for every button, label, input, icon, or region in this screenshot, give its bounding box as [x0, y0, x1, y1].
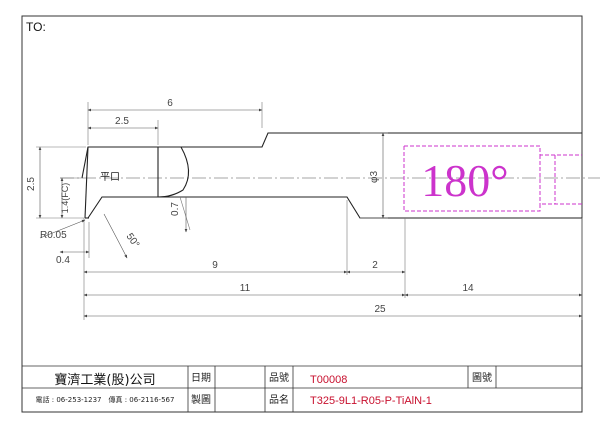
dim-0-7: 0.7: [170, 202, 181, 216]
dim-1-4-fc: 1.4(FC): [60, 183, 70, 214]
to-label: TO:: [26, 20, 46, 34]
part-name-label: 品名: [269, 393, 289, 406]
rotation-label: 180°: [421, 155, 508, 206]
dim-2-5-top: 2.5: [115, 116, 129, 127]
flat-mark-label: 平口: [100, 172, 120, 183]
dim-25: 25: [374, 304, 386, 315]
dimension-lines: [38, 108, 583, 318]
dim-9: 9: [212, 260, 218, 271]
dim-phi3: φ3: [369, 171, 380, 183]
dim-11: 11: [240, 283, 251, 294]
rotation-view-indicator: [403, 145, 582, 212]
date-label: 日期: [191, 372, 211, 384]
title-block: [22, 365, 582, 412]
drawn-by-label: 製圖: [191, 393, 211, 406]
dim-2: 2: [372, 260, 378, 271]
dim-angle-50: 50°: [124, 231, 142, 250]
dim-2-5-left: 2.5: [26, 177, 37, 191]
drawing-frame: [21, 15, 583, 413]
drawing-number-label: 圖號: [472, 371, 492, 384]
dim-6: 6: [167, 98, 173, 109]
company-name: 寶濟工業(股)公司: [54, 372, 155, 388]
dim-0-4: 0.4: [56, 255, 70, 266]
dim-14: 14: [462, 283, 474, 294]
part-number-label: 品號: [269, 371, 289, 384]
dim-r0-05: R0.05: [40, 230, 67, 241]
part-name-value: T325-9L1-R05-P-TiAlN-1: [310, 395, 432, 407]
part-number-value: T00008: [310, 374, 347, 386]
company-contact: 電話 : 06-253-1237 傳真 : 06-2116-567: [36, 395, 175, 404]
extension-lines: [36, 102, 583, 320]
